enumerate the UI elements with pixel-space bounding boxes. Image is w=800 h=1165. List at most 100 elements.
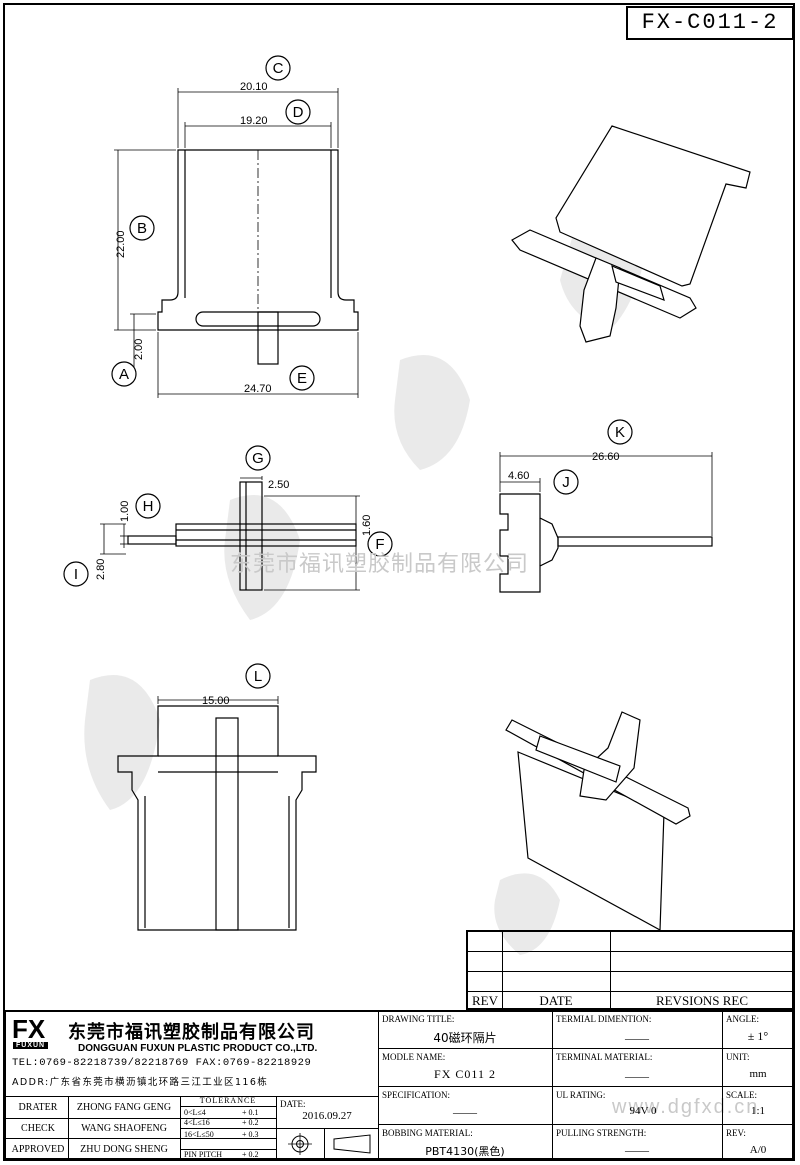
approved-name: ZHU DONG SHENG xyxy=(80,1144,168,1155)
dim-value-j: 4.60 xyxy=(508,470,529,482)
dim-value-g: 2.50 xyxy=(268,479,289,491)
unit-label: UNIT: xyxy=(726,1052,750,1062)
watermark-url: www.dgfxd.cn xyxy=(612,1096,760,1118)
callout-b xyxy=(129,215,155,241)
records-header: REVSIONS REC xyxy=(655,993,749,1008)
scale-label: SCALE: xyxy=(726,1090,758,1100)
check-name: WANG SHAOFENG xyxy=(81,1123,167,1134)
rev-row-divider xyxy=(468,991,792,992)
rev-header: REV xyxy=(472,993,498,1008)
callout-letter-c: C xyxy=(273,60,284,77)
front-view-dimensions xyxy=(114,88,359,398)
terminal-material: —— xyxy=(625,1069,649,1083)
callout-k xyxy=(607,419,633,445)
projection-symbol-circle xyxy=(288,1133,312,1155)
company-name-en: DONGGUAN FUXUN PLASTIC PRODUCT CO.,LTD. xyxy=(78,1043,318,1054)
callout-letter-j: J xyxy=(562,474,570,491)
divider xyxy=(6,1096,378,1097)
callout-letter-d: D xyxy=(293,104,304,121)
company-logo: FX xyxy=(12,1014,46,1044)
tolerance-value-2: + 0.2 xyxy=(242,1118,259,1127)
dim-value-k: 26.60 xyxy=(592,451,620,463)
divider xyxy=(6,1138,276,1139)
callout-letter-i: I xyxy=(74,566,78,583)
pulling-strength-label: PULLING STRENGTH: xyxy=(556,1128,647,1138)
company-logo-sub: FUXUN xyxy=(13,1042,49,1049)
unit: mm xyxy=(749,1068,767,1080)
specification-label: SPECIFICATION: xyxy=(382,1090,451,1100)
specification: —— xyxy=(453,1105,477,1119)
divider xyxy=(180,1128,276,1129)
dim-value-a: 2.00 xyxy=(133,339,145,360)
callout-e xyxy=(289,365,315,391)
callout-h xyxy=(135,493,161,519)
dimension-values: 20.10 19.20 22.00 2.00 24.70 2.50 1.00 1… xyxy=(95,81,620,707)
terminal-material-label: TERMINAL MATERIAL: xyxy=(556,1052,653,1062)
material-label: BOBBING MATERIAL: xyxy=(382,1128,473,1138)
rev-label: REV: xyxy=(726,1128,746,1138)
rev-row-divider xyxy=(468,971,792,972)
callout-letters: C D B A E G H F I K J L xyxy=(74,60,625,685)
callout-i xyxy=(63,561,89,587)
divider xyxy=(68,1096,69,1160)
rev-col-divider xyxy=(502,932,503,1008)
drater-name: ZHONG FANG GENG xyxy=(76,1102,172,1113)
divider xyxy=(276,1128,378,1129)
drawing-border xyxy=(3,3,795,1161)
callout-j xyxy=(553,469,579,495)
callout-letter-e: E xyxy=(297,370,307,387)
tolerance-range-2: 4<L≤16 xyxy=(184,1118,210,1127)
drawing-number: FX-C011-2 xyxy=(626,6,794,40)
tolerance-range-3: 16<L≤50 xyxy=(184,1130,214,1139)
dim-value-i: 2.80 xyxy=(95,559,107,580)
divider xyxy=(6,1118,276,1119)
side-view-dimensions xyxy=(100,476,360,591)
dim-value-e: 24.70 xyxy=(244,383,272,395)
tolerance-value-4: + 0.2 xyxy=(242,1150,259,1159)
rev-row-divider xyxy=(468,951,792,952)
company-name-cn: 东莞市福讯塑胶制品有限公司 xyxy=(68,1022,315,1043)
front-view xyxy=(157,149,359,365)
divider xyxy=(378,1086,794,1087)
date-label: DATE: xyxy=(280,1099,306,1109)
drater-label: DRATER xyxy=(18,1102,58,1113)
callout-letter-h: H xyxy=(143,498,154,515)
dim-value-h: 1.00 xyxy=(119,501,131,522)
callout-letter-a: A xyxy=(119,366,129,383)
projection-symbol-cone xyxy=(333,1134,371,1154)
date-header: DATE xyxy=(539,993,573,1008)
callout-a xyxy=(111,361,137,387)
callout-d xyxy=(285,99,311,125)
check-label: CHECK xyxy=(21,1123,55,1134)
dim-value-b: 22.00 xyxy=(115,230,127,258)
callout-g xyxy=(245,445,271,471)
tolerance-value-3: + 0.3 xyxy=(242,1130,259,1139)
divider xyxy=(324,1128,325,1160)
bottom-view-dimensions xyxy=(157,696,279,704)
date-value: 2016.09.27 xyxy=(302,1110,352,1122)
rev-value: A/0 xyxy=(749,1144,767,1156)
drawing-title: 40磁环隔片 xyxy=(433,1031,497,1045)
isometric-view-bottom xyxy=(505,711,691,931)
terminal-dimension: —— xyxy=(625,1031,649,1045)
ul-rating-label: UL RATING: xyxy=(556,1090,606,1100)
terminal-dimension-label: TERMIAL DIMENTION: xyxy=(556,1014,652,1024)
callout-circles xyxy=(63,55,633,689)
dim-value-f: 1.60 xyxy=(361,515,373,536)
end-view xyxy=(499,493,713,593)
callout-c xyxy=(265,55,291,81)
end-view-dimensions xyxy=(499,452,713,536)
tolerance-range-1: 0<L≤4 xyxy=(184,1108,206,1117)
ul-rating: 94V 0 xyxy=(629,1105,657,1117)
isometric-view-top xyxy=(511,125,751,343)
model-name: FX C011 2 xyxy=(434,1067,496,1081)
model-label: MODLE NAME: xyxy=(382,1052,446,1062)
revision-table: REV DATE REVSIONS REC xyxy=(466,930,794,1010)
divider xyxy=(180,1149,276,1150)
callout-letter-k: K xyxy=(615,424,625,441)
dim-value-c: 20.10 xyxy=(240,81,268,93)
tolerance-range-4: PIN PITCH xyxy=(184,1150,223,1159)
tolerance-value-1: + 0.1 xyxy=(242,1108,259,1117)
tolerance-title: TOLERANCE xyxy=(199,1096,257,1105)
